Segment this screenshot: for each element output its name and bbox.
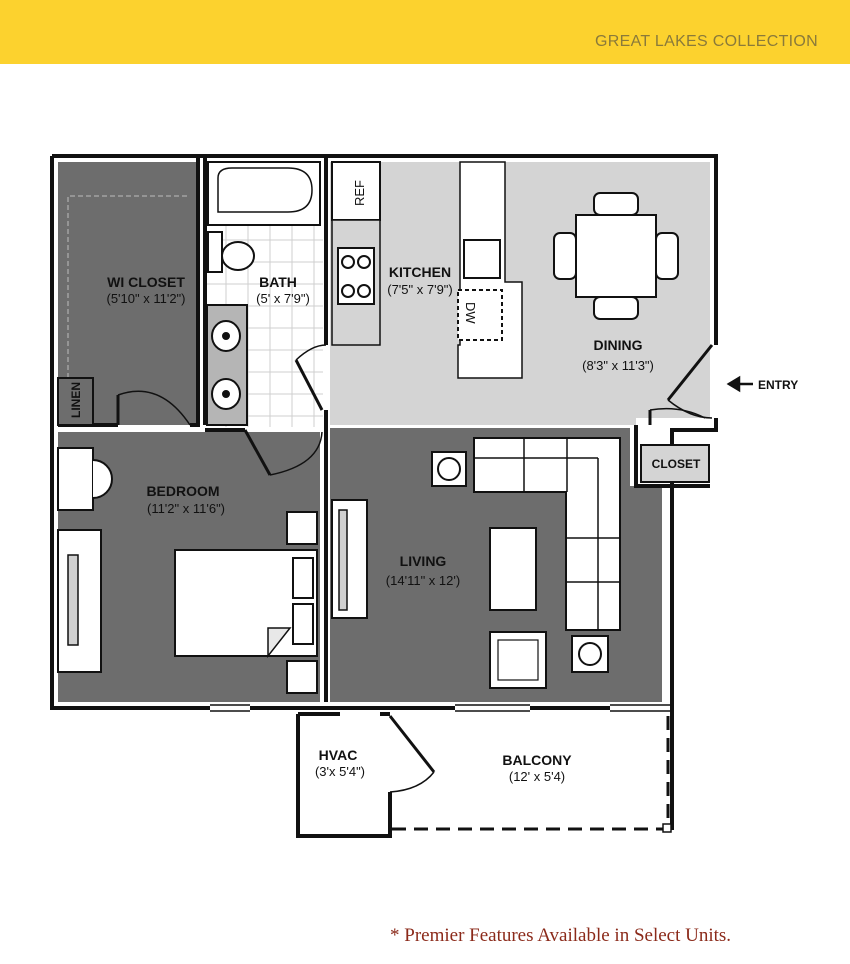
dw-label: DW bbox=[463, 302, 478, 324]
footer-note: * Premier Features Available in Select U… bbox=[390, 925, 732, 946]
bath-fixtures bbox=[206, 161, 321, 426]
dining-label: DINING bbox=[594, 337, 643, 353]
closet-label: CLOSET bbox=[652, 457, 701, 471]
chair-right bbox=[655, 232, 679, 280]
balcony-label: BALCONY bbox=[502, 752, 572, 768]
dishwasher bbox=[457, 289, 503, 341]
bedroom-dims: (11'2" x 11'6") bbox=[147, 501, 225, 516]
bedroom-label: BEDROOM bbox=[146, 483, 219, 499]
coffee-table bbox=[489, 527, 537, 611]
dining-set bbox=[553, 192, 679, 320]
nightstand-2 bbox=[286, 660, 318, 694]
kitchen-sink bbox=[463, 239, 501, 279]
dining-dims: (8'3" x 11'3") bbox=[582, 358, 654, 373]
wi-closet-dims: (5'10" x 11'2") bbox=[107, 291, 186, 306]
collection-title: GREAT LAKES COLLECTION bbox=[595, 33, 818, 50]
balcony-dims: (12' x 5'4) bbox=[509, 769, 565, 784]
bedroom-furniture bbox=[57, 447, 318, 694]
chair-bottom bbox=[593, 296, 639, 320]
living-furniture bbox=[331, 437, 621, 689]
kitchen-dims: (7'5" x 7'9") bbox=[387, 282, 453, 297]
linen-closet bbox=[57, 377, 94, 426]
toilet bbox=[221, 241, 255, 271]
entry-label: ENTRY bbox=[758, 378, 798, 392]
living-dims: (14'11" x 12') bbox=[386, 573, 460, 588]
dresser bbox=[57, 529, 102, 673]
kitchen-fixtures bbox=[331, 161, 523, 379]
kitchen-label: KITCHEN bbox=[389, 264, 451, 280]
chair-left bbox=[553, 232, 577, 280]
hvac-label: HVAC bbox=[319, 747, 358, 763]
dining-table bbox=[575, 214, 657, 298]
windows bbox=[210, 704, 672, 712]
railing-post bbox=[662, 823, 672, 833]
chair-top bbox=[593, 192, 639, 216]
dining-closet bbox=[640, 444, 710, 483]
balcony-railing bbox=[392, 716, 670, 831]
living-label: LIVING bbox=[400, 553, 447, 569]
header-banner: GREAT LAKES COLLECTION bbox=[0, 0, 850, 64]
refrigerator bbox=[331, 161, 381, 221]
hvac-dims: (3'x 5'4") bbox=[315, 764, 365, 779]
wi-closet-shelves bbox=[67, 195, 190, 378]
ref-label: REF bbox=[352, 180, 367, 206]
desk bbox=[57, 447, 94, 511]
walls bbox=[50, 154, 718, 838]
nightstand-1 bbox=[286, 511, 318, 545]
linen-label: LINEN bbox=[69, 382, 83, 418]
wi-closet-label: WI CLOSET bbox=[107, 274, 185, 290]
entry-arrow-icon bbox=[726, 375, 753, 393]
doors bbox=[116, 344, 714, 793]
room-labels: WI CLOSET (5'10" x 11'2") BATH (5' x 7'9… bbox=[69, 180, 798, 784]
tv-stand bbox=[331, 499, 368, 619]
bath-dims: (5' x 7'9") bbox=[256, 291, 310, 306]
bath-label: BATH bbox=[259, 274, 297, 290]
